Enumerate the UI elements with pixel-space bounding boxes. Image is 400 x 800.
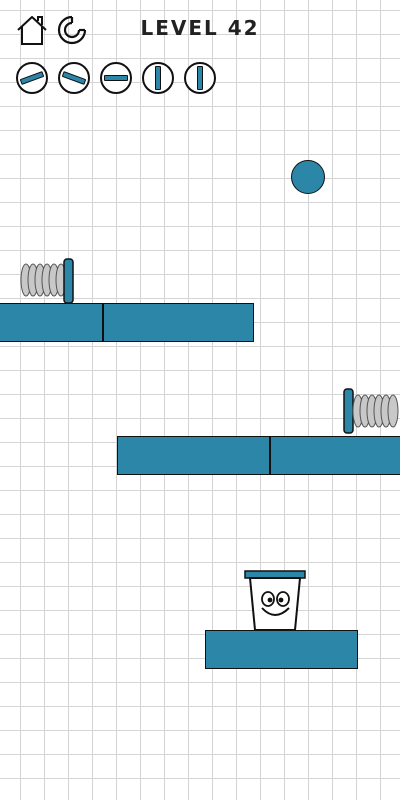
spring-right [343,388,399,434]
tool-bar-horizontal[interactable] [100,62,132,94]
tool-bar-tilt-right[interactable] [58,62,90,94]
home-icon[interactable] [14,12,50,48]
platform-middle-right [117,436,400,475]
bar-icon [155,66,161,90]
platform-upper-left [0,303,254,342]
platform-bottom [205,630,358,669]
bar-icon [197,66,203,90]
level-title: LEVEL 42 [140,16,260,40]
smiling-cup [244,570,306,631]
restart-icon[interactable] [54,12,90,48]
ball [291,160,325,194]
bar-icon [19,71,45,85]
bar-icon [61,71,87,85]
bar-icon [104,75,128,81]
spring-left [20,258,74,303]
tool-bar-tilt-left[interactable] [16,62,48,94]
tool-bar-vertical[interactable] [184,62,216,94]
tool-bar-vertical[interactable] [142,62,174,94]
